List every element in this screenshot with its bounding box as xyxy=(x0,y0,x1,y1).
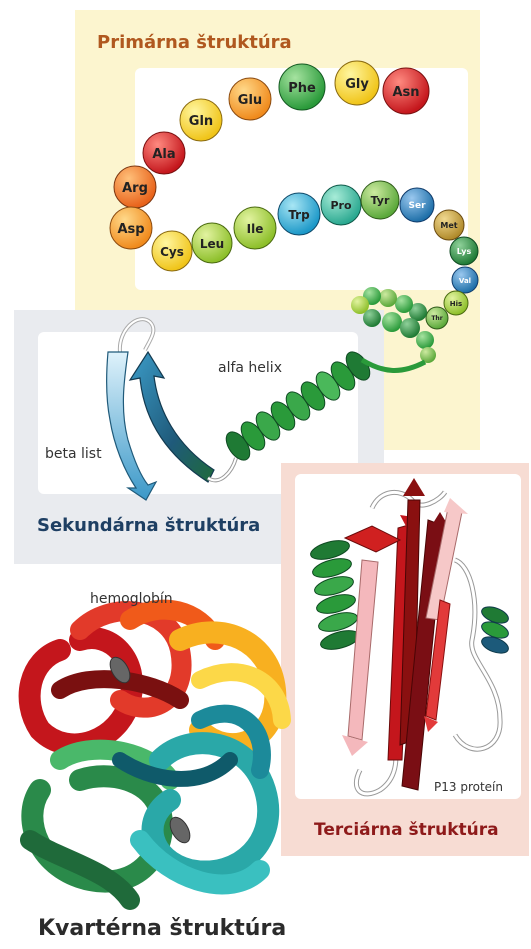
alpha-helix-label: alfa helix xyxy=(218,360,282,376)
aa-label-his: His xyxy=(450,300,462,308)
aa-label-gly: Gly xyxy=(345,77,369,92)
aa-label-ile: Ile xyxy=(247,222,264,236)
aa-label-asn: Asn xyxy=(392,85,419,100)
aa-label-glu: Glu xyxy=(238,93,262,108)
secondary-structure-title: Sekundárna štruktúra xyxy=(37,515,260,536)
beta-sheet-label: beta list xyxy=(45,446,102,462)
quaternary-structure-title: Kvartérna štruktúra xyxy=(38,916,286,941)
aa-label-pro: Pro xyxy=(330,199,351,212)
aa-label-cys: Cys xyxy=(160,245,184,259)
aa-label-trp: Trp xyxy=(288,208,310,222)
bead-coil xyxy=(351,287,436,363)
hemoglobin-model xyxy=(30,610,282,900)
primary-structure-title: Primárna štruktúra xyxy=(97,32,292,53)
p13-protein-model xyxy=(309,478,511,794)
aa-label-lys: Lys xyxy=(457,247,472,256)
aa-label-tyr: Tyr xyxy=(371,194,390,207)
aa-label-phe: Phe xyxy=(288,81,316,96)
aa-label-ser: Ser xyxy=(408,201,426,211)
aa-label-ala: Ala xyxy=(152,147,175,162)
aa-label-val: Val xyxy=(459,277,471,285)
aa-label-gln: Gln xyxy=(189,114,213,129)
aa-label-arg: Arg xyxy=(122,181,148,196)
aa-label-asp: Asp xyxy=(117,222,144,237)
hemoglobin-label: hemoglobín xyxy=(90,591,173,607)
tertiary-structure-title: Terciárna štruktúra xyxy=(314,820,499,840)
aa-label-leu: Leu xyxy=(200,237,224,251)
aa-label-thr: Thr xyxy=(431,315,442,322)
beta-sheet xyxy=(107,319,214,500)
aa-label-met: Met xyxy=(440,221,457,230)
p13-protein-label: P13 proteín xyxy=(434,780,503,794)
